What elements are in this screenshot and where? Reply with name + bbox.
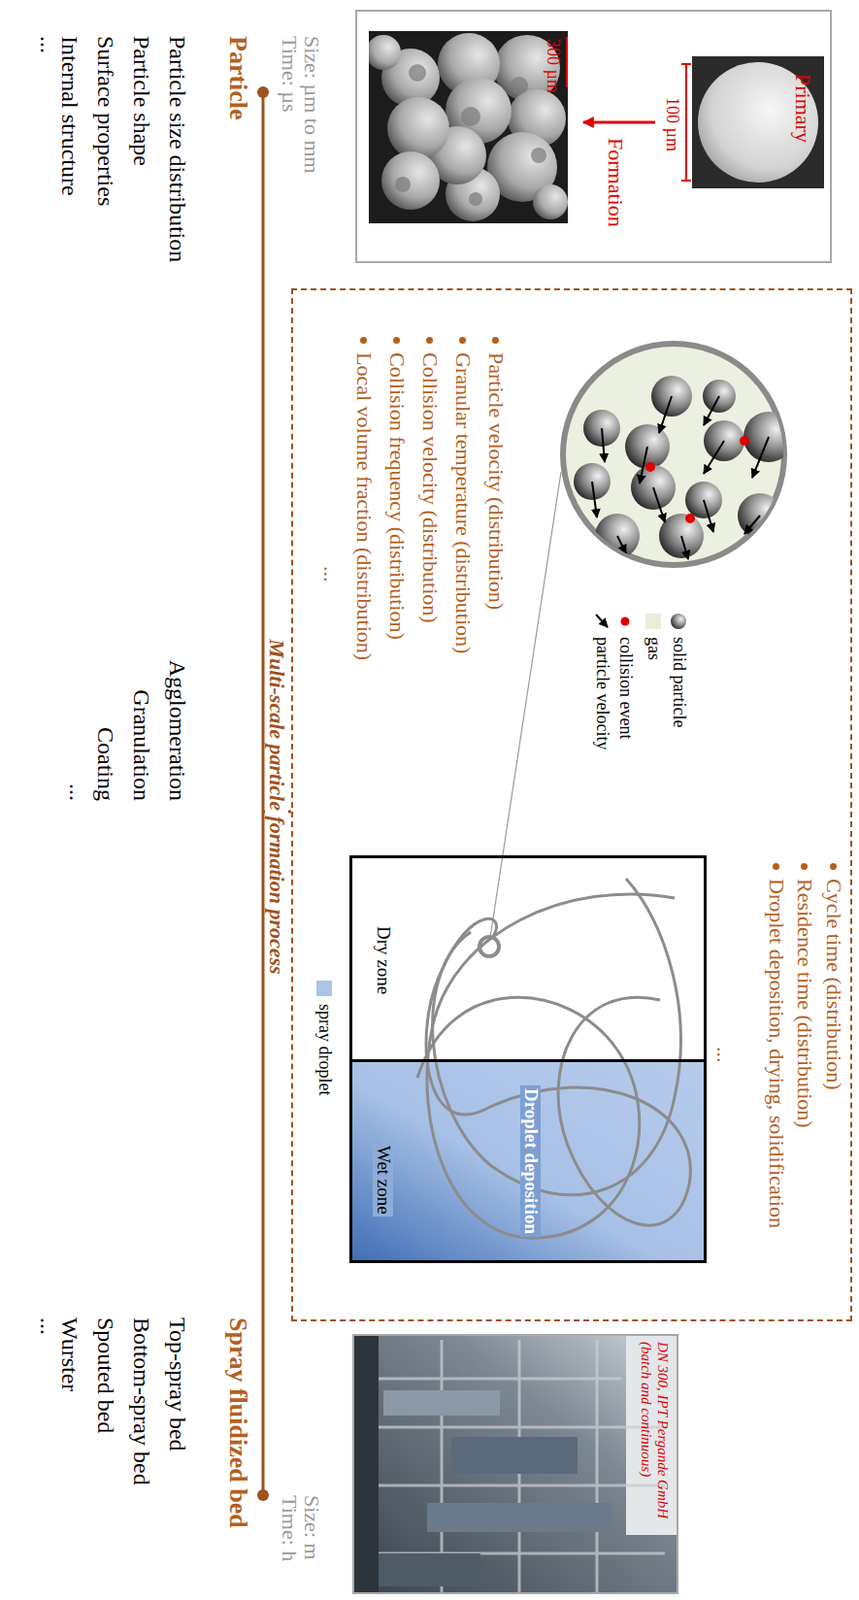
legend-label: particle velocity: [592, 636, 612, 750]
bullet-dot: [426, 336, 433, 344]
scale-label: 100 µm: [661, 97, 682, 152]
zone-box: Dry zone: [349, 855, 707, 1062]
bullet-item: Local volume fraction (distribution): [352, 352, 376, 661]
legend-icon: [668, 611, 689, 631]
scale-note: Time: h: [277, 1494, 301, 1561]
legend-row: solid particle: [668, 611, 689, 727]
legend-label: solid particle: [668, 636, 689, 727]
legend-label: spray droplet: [314, 1003, 334, 1095]
legend-row: spray droplet: [314, 978, 334, 1095]
list-item: Bottom-spray bed: [129, 1317, 155, 1486]
bullet-item: Granular temperature (distribution): [451, 352, 475, 654]
scale-note: Time: µs: [277, 35, 301, 113]
legend-icon: [643, 611, 663, 631]
zone-label: Wet zone: [372, 1143, 394, 1217]
legend-row: collision event: [615, 611, 635, 739]
ellipsis: ...: [35, 1317, 62, 1335]
legend-swatch: [645, 613, 661, 629]
section-heading: Particle: [223, 35, 252, 121]
bullet-item: Cycle time (distribution): [822, 878, 846, 1091]
scale-note: Size: m: [299, 1494, 324, 1560]
photo-caption: DN 300, IPT Pergande GmbH (batch and con…: [638, 1341, 671, 1526]
zone-title: Droplet deposition: [520, 1085, 541, 1237]
bullet-item: Particle velocity (distribution): [484, 352, 508, 610]
ellipsis: ...: [35, 35, 62, 54]
bullet-item: Collision frequency (distribution): [385, 352, 409, 640]
legend-row: particle velocity: [592, 611, 612, 750]
legend-icon: [314, 978, 334, 998]
ellipsis: ...: [319, 565, 343, 583]
scale-note: Size: µm to mm: [299, 35, 324, 174]
legend-icon: [592, 611, 612, 631]
photo-panel: DN 300, IPT Pergande GmbH (batch and con…: [352, 1333, 679, 1594]
legend-label: gas: [643, 636, 663, 661]
bullet-item: Droplet deposition, drying, solidificati…: [764, 878, 789, 1228]
list-item: Spouted bed: [93, 1317, 119, 1433]
scale-label: 300 µm: [542, 38, 562, 94]
bullet-dot: [360, 336, 367, 344]
bullet-dot: [459, 336, 466, 344]
bullet-item: Residence time (distribution): [792, 878, 817, 1128]
bullet-item: Collision velocity (distribution): [418, 352, 442, 624]
list-item: Top-spray bed: [165, 1317, 191, 1452]
legend-swatch: [316, 980, 332, 996]
list-item: Coating: [93, 726, 119, 801]
zone-label: Dry zone: [372, 924, 394, 996]
legend-icon: [615, 611, 635, 631]
bullet-dot: [393, 336, 400, 344]
bullet-dot: [772, 862, 780, 870]
collision-symbol: [621, 617, 630, 627]
image-label: Primary: [791, 73, 815, 143]
bullet-dot: [829, 862, 837, 870]
legend-label: collision event: [615, 636, 635, 739]
bullet-dot: [800, 862, 808, 870]
section-heading: Spray fluidized bed: [223, 1317, 252, 1528]
velocity-symbol: [595, 614, 608, 628]
particle-symbol: [670, 613, 687, 629]
image-panel: Primary 100 µm Formation 300 µm: [355, 9, 832, 264]
list-item: Surface properties: [93, 35, 119, 206]
list-item: Particle shape: [129, 35, 155, 166]
list-item: Agglomeration: [165, 660, 191, 801]
legend-row: gas: [643, 611, 663, 661]
zone-box: Droplet deposition Wet zone: [349, 1058, 707, 1263]
frame-title: Multi-scale particle formation process: [264, 632, 289, 980]
ellipsis: ...: [712, 1046, 736, 1063]
ellipsis: ...: [65, 783, 91, 801]
list-item: Particle size distribution: [165, 35, 191, 263]
arrow-label: Formation: [603, 137, 628, 228]
bullet-dot: [492, 336, 499, 344]
list-item: Internal structure: [57, 35, 83, 197]
list-item: Granulation: [129, 689, 155, 801]
